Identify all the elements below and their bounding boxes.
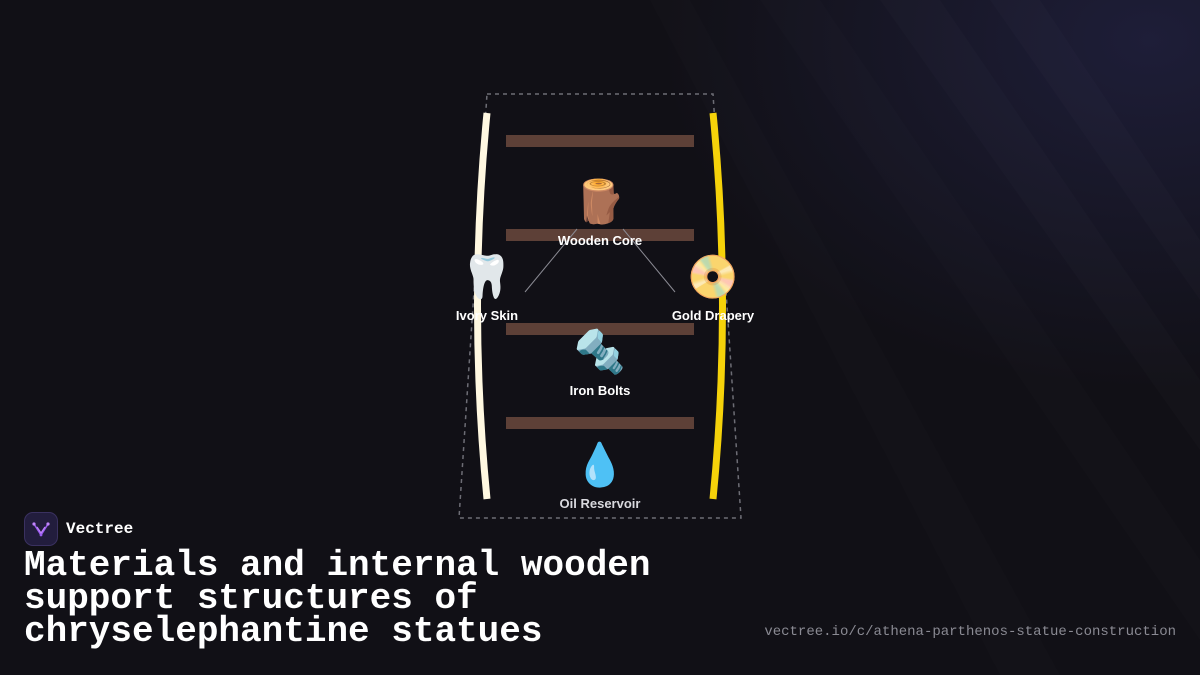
- nut-and-bolt-icon: 🔩: [573, 327, 627, 376]
- tooth-icon: 🦷: [460, 252, 514, 301]
- node-label-oil-reservoir: Oil Reservoir: [559, 496, 641, 511]
- node-label-ivory-skin: Ivory Skin: [455, 308, 519, 323]
- wooden-beam: [506, 229, 694, 241]
- brand-name: Vectree: [66, 520, 134, 538]
- source-url: vectree.io/c/athena-parthenos-statue-con…: [764, 624, 1176, 640]
- wooden-beam: [506, 135, 694, 147]
- node-label-wooden-core: Wooden Core: [557, 233, 643, 248]
- statue-silhouette-outline: [458, 93, 742, 519]
- node-label-iron-bolts: Iron Bolts: [569, 383, 631, 398]
- ivory-skin-layer: [474, 112, 491, 500]
- page-title: Materials and internal wooden support st…: [24, 545, 651, 652]
- connector-core-to-gold: [622, 228, 676, 293]
- droplet-icon: 💧: [573, 440, 627, 489]
- wood-log-icon: 🪵: [573, 177, 627, 226]
- node-label-gold-drapery: Gold Drapery: [671, 308, 755, 323]
- vectree-logo-icon: [24, 512, 58, 546]
- golden-disc-icon: 📀: [686, 252, 740, 301]
- gold-drapery-layer: [709, 112, 726, 500]
- wooden-beam: [506, 417, 694, 429]
- wooden-beam: [506, 323, 694, 335]
- brand: Vectree: [24, 512, 133, 546]
- connector-core-to-ivory: [524, 228, 578, 293]
